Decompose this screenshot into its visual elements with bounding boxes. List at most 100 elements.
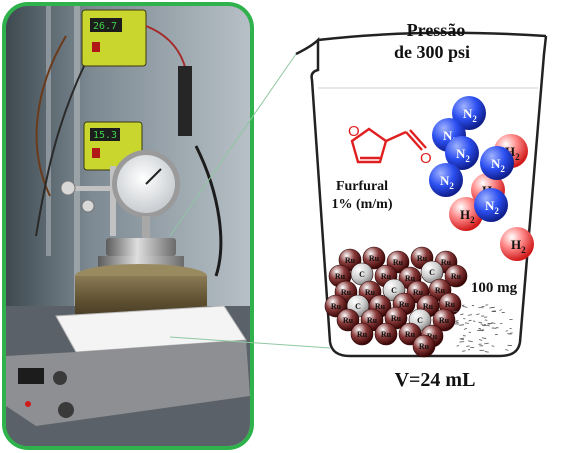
catalyst-speck bbox=[491, 310, 496, 312]
catalyst-speck bbox=[468, 340, 473, 343]
n2-molecule: N2 bbox=[474, 188, 508, 222]
hot-plate-knob bbox=[53, 371, 67, 385]
n2-molecule: N2 bbox=[429, 163, 463, 197]
ru-label: Ru bbox=[391, 314, 402, 323]
c-label: C bbox=[417, 316, 423, 325]
ru-label: Ru bbox=[369, 254, 380, 263]
ru-label: Ru bbox=[367, 316, 378, 325]
catalyst-speck bbox=[468, 319, 472, 322]
catalyst-speck bbox=[472, 320, 476, 323]
catalyst-speck bbox=[489, 306, 493, 309]
ru-label: Ru bbox=[417, 254, 428, 263]
top-controller-switch bbox=[92, 42, 100, 52]
ru-sphere bbox=[362, 246, 386, 270]
hot-plate-display bbox=[18, 368, 44, 384]
catalyst-speck bbox=[454, 321, 459, 324]
ru-label: Ru bbox=[331, 302, 342, 311]
volume-label: V=24 mL bbox=[395, 369, 476, 391]
catalyst-speck bbox=[476, 313, 480, 316]
catalyst-speck bbox=[486, 324, 490, 327]
ru-label: Ru bbox=[423, 302, 434, 311]
ru-sphere bbox=[412, 334, 436, 358]
reactor-photo-frame: 26.7 15.3 bbox=[2, 2, 254, 450]
beaker-rim bbox=[317, 31, 547, 42]
ru-label: Ru bbox=[405, 274, 416, 283]
catalyst-speck bbox=[505, 349, 509, 351]
ru-label: Ru bbox=[393, 258, 404, 267]
catalyst-speck bbox=[500, 322, 503, 325]
top-controller-display bbox=[90, 18, 122, 32]
beaker-outline bbox=[295, 35, 548, 358]
substrate-label-line2: 1% (m/m) bbox=[331, 197, 392, 212]
hot-plate-knob bbox=[58, 402, 74, 418]
ru-label: Ru bbox=[381, 330, 392, 339]
catalyst-speck bbox=[484, 342, 489, 345]
catalyst-speck bbox=[479, 329, 485, 331]
catalyst-speckles bbox=[453, 304, 513, 353]
catalyst-speck bbox=[481, 337, 487, 339]
catalyst-speck bbox=[491, 322, 496, 324]
n2-sphere bbox=[445, 136, 479, 170]
furfural-carbonyl-oxygen: O bbox=[420, 150, 432, 167]
n2-sphere bbox=[480, 146, 514, 180]
ru-label: Ru bbox=[335, 272, 346, 281]
ru-label: Ru bbox=[357, 330, 368, 339]
gas-molecules: H2H2H2H2N2N2N2N2N2N2 bbox=[429, 96, 534, 261]
zoom-line-bottom bbox=[169, 336, 331, 349]
valve-tubing bbox=[110, 166, 116, 236]
ru-label: Ru bbox=[419, 342, 430, 351]
gauge-stem bbox=[142, 216, 150, 240]
lower-controller-display bbox=[90, 128, 120, 141]
catalyst-speck bbox=[467, 314, 473, 316]
ruthenium-particle: Ru bbox=[336, 308, 360, 332]
ru-label: Ru bbox=[381, 272, 392, 281]
ru-label: Ru bbox=[365, 288, 376, 297]
ru-sphere bbox=[444, 264, 468, 288]
ru-sphere bbox=[432, 308, 456, 332]
n2-sphere bbox=[474, 188, 508, 222]
ru-label: Ru bbox=[413, 288, 424, 297]
ru-label: Ru bbox=[375, 302, 386, 311]
ru-label: Ru bbox=[405, 330, 416, 339]
ru-label: Ru bbox=[435, 286, 446, 295]
zoom-line-top bbox=[169, 53, 297, 237]
catalyst-speck bbox=[456, 345, 460, 347]
catalyst-speck bbox=[484, 316, 488, 318]
catalyst-speck bbox=[460, 313, 464, 316]
catalyst-speck bbox=[484, 351, 489, 353]
ruthenium-particle: Ru bbox=[374, 322, 398, 346]
catalyst-speck bbox=[481, 330, 484, 332]
ru-label: Ru bbox=[439, 316, 450, 325]
catalyst-speck bbox=[478, 339, 483, 341]
pressure-label-line2: de 300 psi bbox=[394, 42, 470, 62]
c-label: C bbox=[359, 270, 365, 279]
catalyst-speck bbox=[478, 321, 483, 324]
ru-label: Ru bbox=[451, 272, 462, 281]
valve-block bbox=[178, 66, 192, 136]
substrate-label-line1: Furfural bbox=[336, 179, 388, 194]
catalyst-speck bbox=[483, 323, 487, 326]
n2-molecule: N2 bbox=[452, 96, 486, 130]
catalyst-speck bbox=[462, 350, 466, 352]
ru-sphere bbox=[374, 322, 398, 346]
top-display-reading: 26.7 bbox=[93, 21, 117, 32]
catalyst-speck bbox=[459, 324, 465, 326]
rack-pole bbox=[46, 6, 51, 256]
rack-pole bbox=[74, 6, 80, 306]
valve-tubing bbox=[66, 186, 116, 191]
c-label: C bbox=[429, 268, 435, 277]
catalyst-speck bbox=[461, 304, 465, 307]
valve-knob bbox=[81, 199, 95, 213]
ru-label: Ru bbox=[341, 288, 352, 297]
hot-plate-led bbox=[25, 401, 31, 407]
wire bbox=[194, 145, 223, 277]
ru-label: Ru bbox=[399, 300, 410, 309]
n2-molecule: N2 bbox=[480, 146, 514, 180]
catalyst-speck bbox=[462, 306, 468, 308]
pressure-gauge-needle bbox=[145, 168, 162, 185]
lower-controller-switch bbox=[92, 148, 100, 158]
ruthenium-particle: Ru bbox=[412, 334, 436, 358]
